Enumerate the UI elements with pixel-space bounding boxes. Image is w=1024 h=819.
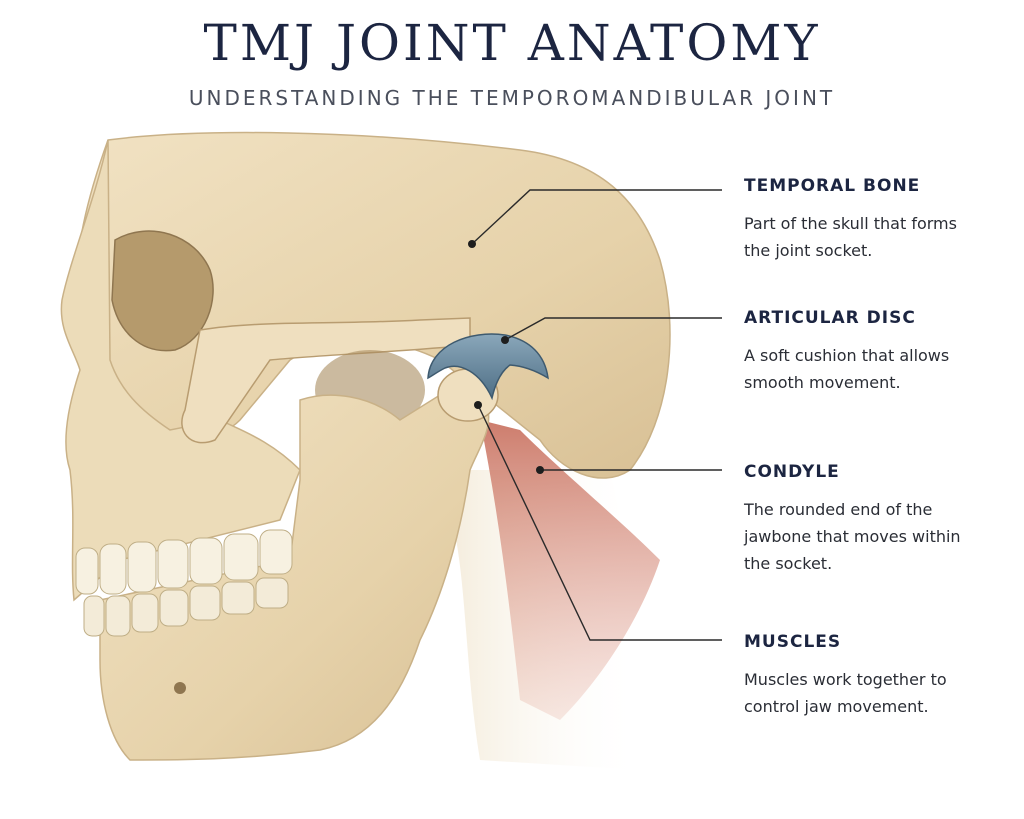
page-title: TMJ JOINT ANATOMY (203, 14, 821, 72)
label-title: CONDYLE (744, 462, 840, 482)
mental-foramen (174, 682, 186, 694)
zygomatic-arch (181, 317, 471, 444)
page-subtitle: UNDERSTANDING THE TEMPOROMANDIBULAR JOIN… (188, 86, 836, 110)
upper-teeth (75, 529, 293, 595)
leader-muscles (477, 404, 722, 641)
leader-temporal-bone (471, 189, 722, 245)
label-description: The rounded end of the jawbone that move… (744, 500, 961, 573)
lower-teeth (83, 577, 289, 637)
label-title: ARTICULAR DISC (744, 308, 916, 328)
muscle-fibers (480, 420, 660, 720)
eye-orbit (111, 230, 214, 352)
label-description: Part of the skull that forms the joint s… (744, 214, 957, 260)
label-temporal-bone: TEMPORAL BONE Part of the skull that for… (744, 176, 1014, 264)
label-description: A soft cushion that allows smooth moveme… (744, 346, 950, 392)
label-title: MUSCLES (744, 632, 842, 652)
label-description: Muscles work together to control jaw mov… (744, 670, 947, 716)
leader-dots (468, 240, 544, 474)
label-articular-disc: ARTICULAR DISC A soft cushion that allow… (744, 308, 1014, 396)
leader-articular-disc (504, 317, 722, 341)
articular-disc (427, 333, 549, 401)
label-title: TEMPORAL BONE (744, 176, 921, 196)
leader-lines (471, 189, 722, 641)
label-condyle: CONDYLE The rounded end of the jawbone t… (744, 462, 1014, 577)
label-muscles: MUSCLES Muscles work together to control… (744, 632, 1014, 720)
